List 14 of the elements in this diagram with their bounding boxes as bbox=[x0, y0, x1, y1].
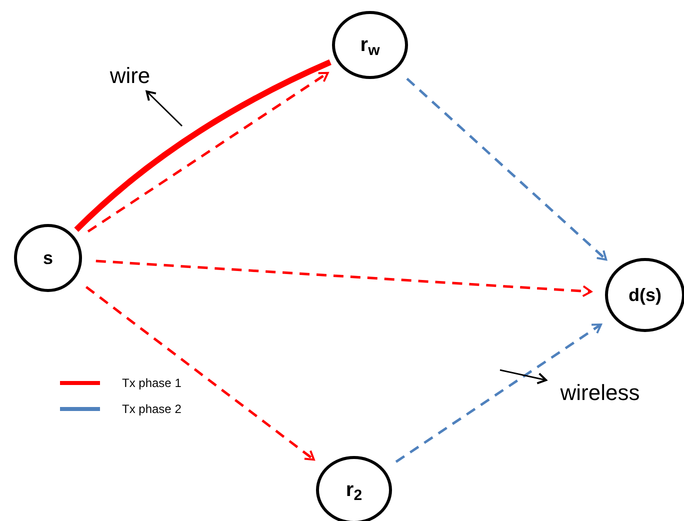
legend-label: Tx phase 1 bbox=[122, 375, 182, 392]
legend-label: Tx phase 2 bbox=[122, 401, 182, 418]
leader-line bbox=[146, 90, 183, 127]
text-label: wireless bbox=[548, 376, 652, 408]
node-label: r$_{2}$ bbox=[346, 478, 362, 505]
arrow bbox=[86, 286, 315, 461]
arrow bbox=[406, 78, 608, 261]
node-label: d(s) bbox=[628, 284, 662, 307]
text-label: wire bbox=[102, 60, 158, 90]
node-label: s bbox=[42, 246, 53, 270]
node-label: r$_{w}$ bbox=[360, 33, 380, 60]
leader-line bbox=[500, 369, 548, 384]
arrow bbox=[395, 323, 602, 463]
arrow bbox=[96, 260, 592, 298]
